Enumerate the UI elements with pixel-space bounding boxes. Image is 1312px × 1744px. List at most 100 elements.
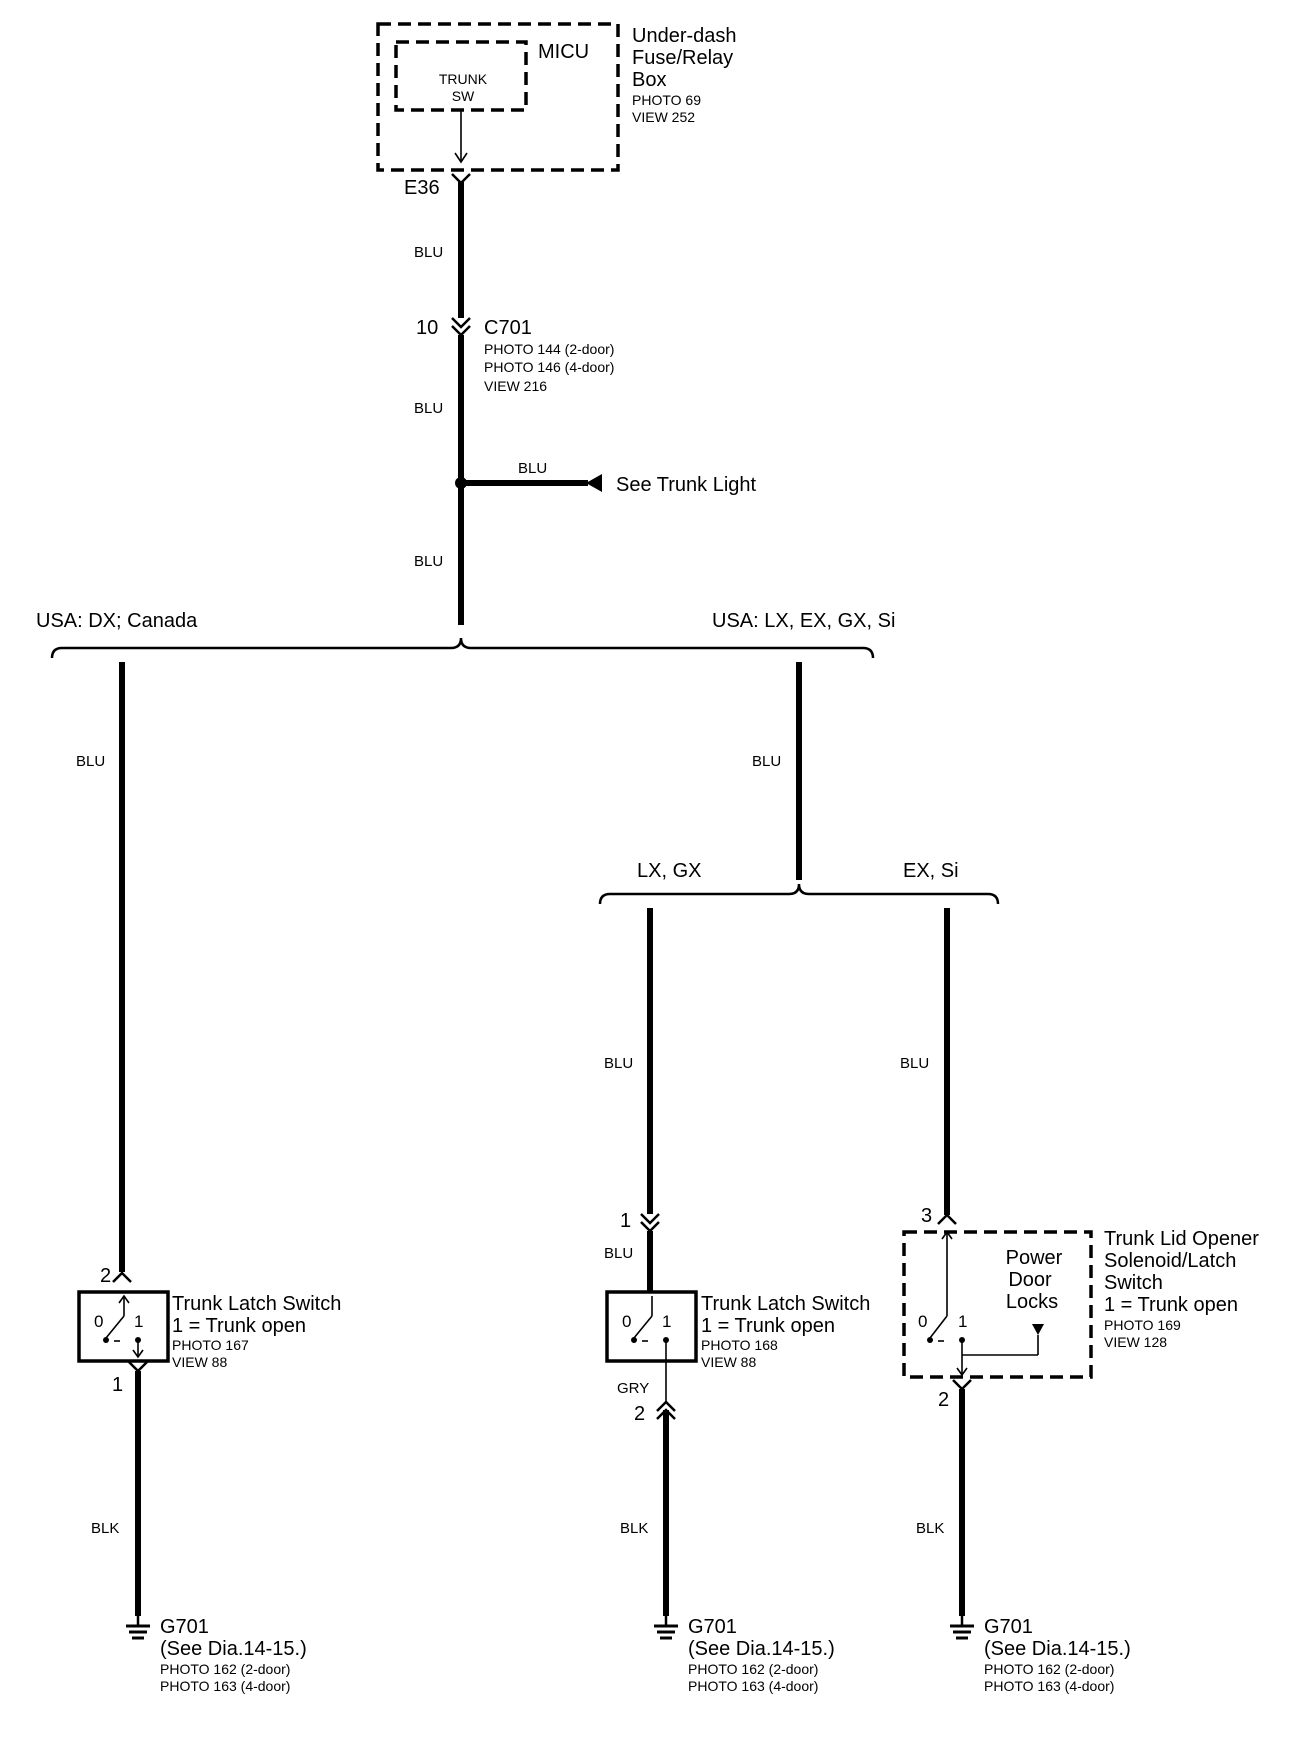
ground-mid-photo-4door: PHOTO 163 (4-door): [688, 1678, 818, 1694]
trunk-light-splice: BLU See Trunk Light: [455, 460, 757, 496]
power-door-locks-arrow: [1032, 1324, 1044, 1335]
right-switch-arrow-up: [941, 1230, 953, 1240]
right-switch-pin-top: 3: [921, 1205, 932, 1227]
c701-connector: 10 C701 PHOTO 144 (2-door) PHOTO 146 (4-…: [416, 317, 614, 394]
fuse-box-label-line1: Under-dash: [632, 25, 737, 47]
ground-g701-mid: G701 (See Dia.14-15.) PHOTO 162 (2-door)…: [654, 1612, 835, 1694]
c701-pin: 10: [416, 317, 438, 339]
trunk-light-arrow: [586, 474, 602, 492]
wire-label-blu-2: BLU: [414, 400, 443, 417]
c701-photo-2door: PHOTO 144 (2-door): [484, 341, 614, 357]
left-switch-view: VIEW 88: [172, 1354, 227, 1370]
mid-switch-outline: [605, 1290, 698, 1363]
e36-connector-symbol: [451, 173, 471, 185]
solenoid-name-line2: Solenoid/Latch: [1104, 1250, 1236, 1272]
wire-label-blk-left: BLK: [91, 1520, 119, 1537]
wire-label-blu-1: BLU: [414, 244, 443, 261]
e36-label: E36: [404, 177, 440, 199]
trunk-sw-label-line2: SW: [452, 88, 475, 104]
sub-branch-label-right: EX, Si: [903, 860, 959, 882]
left-switch-arrow-up: [118, 1294, 130, 1304]
wire-label-blk-mid: BLK: [620, 1520, 648, 1537]
solenoid-photo: PHOTO 169: [1104, 1317, 1181, 1333]
ground-left-photo-4door: PHOTO 163 (4-door): [160, 1678, 290, 1694]
c701-name: C701: [484, 317, 532, 339]
ground-right-photo-4door: PHOTO 163 (4-door): [984, 1678, 1114, 1694]
power-door-locks-line2: Door: [1008, 1269, 1052, 1291]
fuse-relay-box-outline: [376, 22, 620, 172]
ground-right-photo-2door: PHOTO 162 (2-door): [984, 1661, 1114, 1677]
wire-label-blu-mid: BLU: [604, 1055, 633, 1072]
ground-mid-see: (See Dia.14-15.): [688, 1638, 835, 1660]
micu-title: MICU: [538, 41, 589, 63]
solenoid-view: VIEW 128: [1104, 1334, 1167, 1350]
wire-label-blu-trunk-light: BLU: [518, 460, 547, 477]
mid-switch-pos0: 0: [622, 1312, 631, 1331]
micu-internal-arrow: [454, 152, 468, 164]
ground-mid-name: G701: [688, 1616, 737, 1638]
mid-switch-blade: [633, 1315, 653, 1339]
right-pin2-connector: [952, 1379, 972, 1391]
wire-label-gry: GRY: [617, 1380, 649, 1397]
right-pin3-connector: [937, 1213, 957, 1225]
right-switch-arrow-down: [956, 1367, 968, 1377]
left-switch-contact-0: [103, 1337, 109, 1343]
left-switch-pos1: 1: [134, 1312, 143, 1331]
wire-label-blu-mid-short: BLU: [604, 1245, 633, 1262]
solenoid-switch-outline: [902, 1230, 1093, 1379]
fuse-box-label-line2: Fuse/Relay: [632, 47, 733, 69]
ground-g701-left: G701 (See Dia.14-15.) PHOTO 162 (2-door)…: [126, 1612, 307, 1694]
left-switch-pos0: 0: [94, 1312, 103, 1331]
right-switch-blade: [929, 1315, 948, 1339]
solenoid-name-line1: Trunk Lid Opener: [1104, 1228, 1259, 1250]
mid-switch-view: VIEW 88: [701, 1354, 756, 1370]
fuse-box-photo: PHOTO 69: [632, 92, 701, 108]
trunk-lid-opener-solenoid-latch-switch: 0 1 Power Door Locks Trunk Lid Opener So…: [902, 1228, 1259, 1379]
ground-g701-right: G701 (See Dia.14-15.) PHOTO 162 (2-door)…: [950, 1612, 1131, 1694]
wire-label-blu-right: BLU: [752, 753, 781, 770]
trunk-sw-label-line1: TRUNK: [439, 71, 488, 87]
ground-left-see: (See Dia.14-15.): [160, 1638, 307, 1660]
solenoid-name-line3: Switch: [1104, 1272, 1163, 1294]
c701-view: VIEW 216: [484, 378, 547, 394]
ground-right-see: (See Dia.14-15.): [984, 1638, 1131, 1660]
left-switch-pin-bottom: 1: [112, 1374, 123, 1396]
sub-branch-label-left: LX, GX: [637, 860, 701, 882]
sub-brace-line: [598, 883, 1000, 905]
trunk-latch-switch-mid: 0 1 Trunk Latch Switch 1 = Trunk open PH…: [605, 1290, 870, 1370]
branch-label-right: USA: LX, EX, GX, Si: [712, 610, 895, 632]
mid-pin2-connector-top: [656, 1400, 676, 1412]
right-switch-pin-bottom: 2: [938, 1389, 949, 1411]
mid-switch-state: 1 = Trunk open: [701, 1315, 835, 1337]
mid-switch-pin-top: 1: [620, 1210, 631, 1232]
mid-switch-pin-bottom: 2: [634, 1403, 645, 1425]
c701-connector-symbol-top: [451, 317, 471, 329]
see-trunk-light-label: See Trunk Light: [616, 474, 757, 496]
wire-label-blu-3: BLU: [414, 553, 443, 570]
right-switch-contact-0: [927, 1337, 933, 1343]
wire-label-blu-right-lower: BLU: [900, 1055, 929, 1072]
ground-right-name: G701: [984, 1616, 1033, 1638]
mid-switch-photo: PHOTO 168: [701, 1337, 778, 1353]
ground-left-name: G701: [160, 1616, 209, 1638]
right-switch-pos0: 0: [918, 1312, 927, 1331]
solenoid-state: 1 = Trunk open: [1104, 1294, 1238, 1316]
power-door-locks-line1: Power: [1006, 1247, 1063, 1269]
fuse-box-view: VIEW 252: [632, 109, 695, 125]
left-switch-pin-top: 2: [100, 1265, 111, 1287]
fuse-box-label-line3: Box: [632, 69, 666, 91]
main-branch-brace: USA: DX; Canada USA: LX, EX, GX, Si: [36, 610, 895, 659]
power-door-locks-line3: Locks: [1006, 1291, 1058, 1313]
left-switch-outline: [77, 1290, 170, 1363]
trunk-latch-switch-left: 0 1 Trunk Latch Switch 1 = Trunk open PH…: [77, 1290, 341, 1370]
mid-switch-name: Trunk Latch Switch: [701, 1293, 870, 1315]
ground-left-photo-2door: PHOTO 162 (2-door): [160, 1661, 290, 1677]
mid-switch-pos1: 1: [662, 1312, 671, 1331]
left-switch-state: 1 = Trunk open: [172, 1315, 306, 1337]
c701-photo-4door: PHOTO 146 (4-door): [484, 359, 614, 375]
left-switch-pin1-connector: [128, 1361, 148, 1373]
left-switch-pin2-connector: [112, 1271, 132, 1283]
micu-fuse-relay-box: MICU TRUNK SW Under-dash Fuse/Relay Box …: [376, 22, 737, 172]
sub-branch-brace: LX, GX EX, Si: [598, 860, 1000, 905]
